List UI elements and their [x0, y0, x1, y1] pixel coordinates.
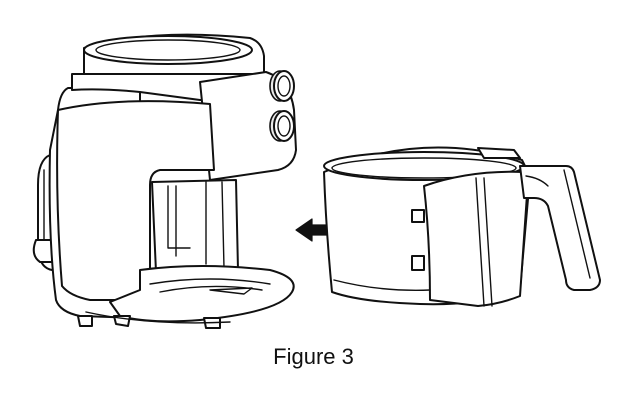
air-fryer-body: [32, 33, 297, 329]
figure-caption: Figure 3: [273, 344, 354, 369]
fryer-basket: [323, 146, 601, 307]
control-knobs: [269, 70, 295, 142]
